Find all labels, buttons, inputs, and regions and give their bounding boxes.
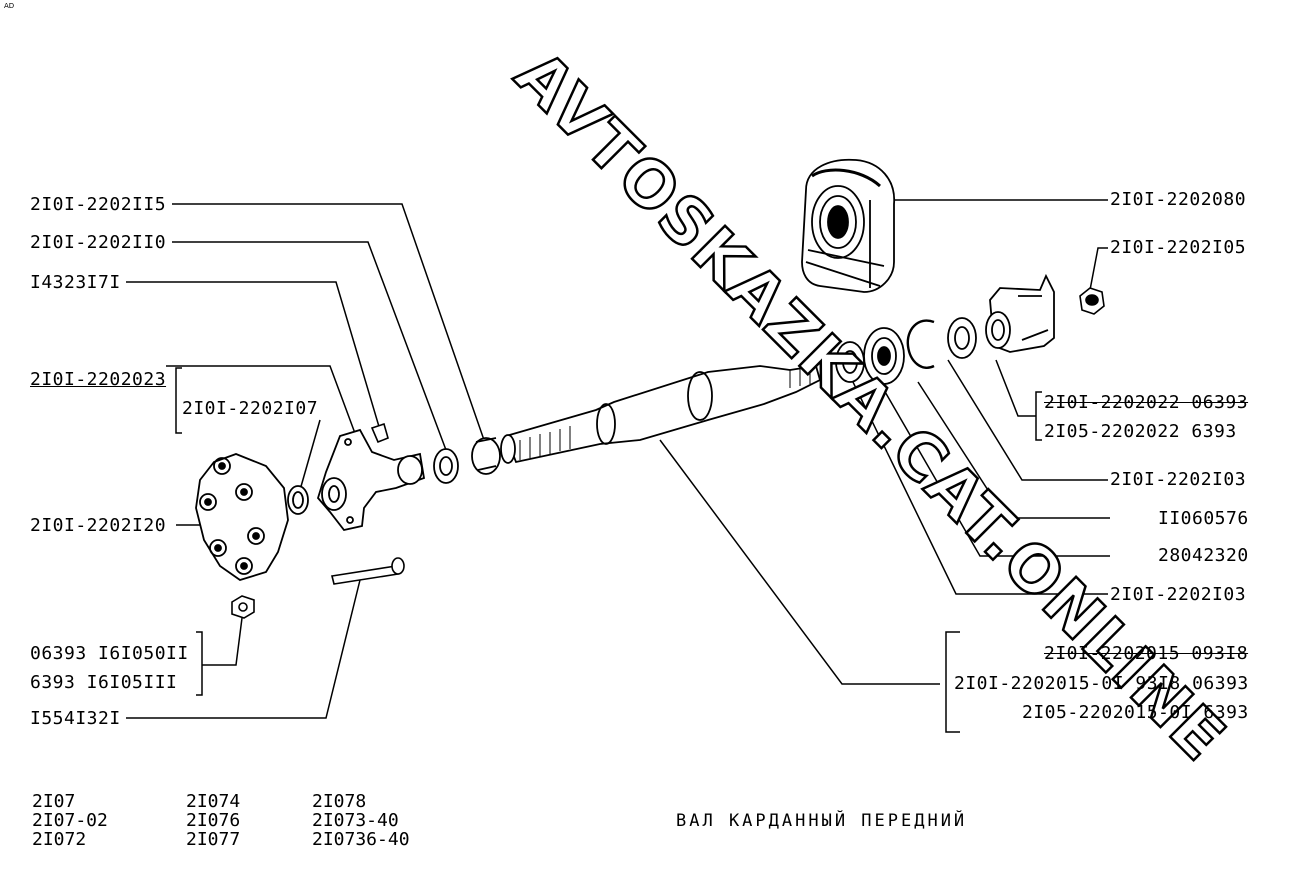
leader-2202107 xyxy=(299,419,321,491)
model-item: 2I0736-40 xyxy=(312,829,410,850)
nut-16105011-part xyxy=(231,595,255,619)
model-item: 2I077 xyxy=(186,829,241,850)
bolt-15541321-part xyxy=(331,557,405,585)
callout-2202105: 2I0I-2202I05 xyxy=(1110,237,1247,258)
diagram-title: ВАЛ КАРДАННЫЙ ПЕРЕДНИЙ xyxy=(676,811,968,831)
brackets-left xyxy=(175,367,203,696)
callout-2202107: 2I0I-2202I07 xyxy=(182,398,319,419)
ball-bearing-28042320-part xyxy=(863,327,905,385)
callout-2202023: 2I0I-2202023 xyxy=(30,369,167,390)
bushing-2202107-part xyxy=(287,485,309,515)
callout-nut-a: 06393 I6I050II xyxy=(30,643,189,664)
leader-11060576 xyxy=(917,381,1110,519)
leader-nut xyxy=(202,617,243,666)
callout-2202115: 2I0I-2202II5 xyxy=(30,194,167,215)
bracket-nut xyxy=(196,631,203,696)
callout-2202120: 2I0I-2202I20 xyxy=(30,515,167,536)
leader-2202103-b xyxy=(851,379,1108,595)
model-item: 2I076 xyxy=(186,810,241,831)
flange-2202023-part xyxy=(316,428,426,532)
model-item: 2I07-02 xyxy=(32,810,108,831)
ring-2202110-part xyxy=(433,448,459,484)
callout-2202022-old: 2I0I-2202022 06393 xyxy=(1044,392,1249,413)
bracket-2202022 xyxy=(1035,391,1042,441)
callout-2202015-01: 2I0I-2202015-0I 93I8 06393 xyxy=(954,673,1249,694)
snap-ring-11060576-part xyxy=(906,319,935,369)
bracket-2202015 xyxy=(945,631,960,733)
leader-lines-left xyxy=(126,203,485,719)
leader-2202110 xyxy=(172,241,447,451)
model-item: 2I073-40 xyxy=(312,810,399,831)
leader-2202115 xyxy=(172,203,485,441)
callout-2202103-a: 2I0I-2202I03 xyxy=(1110,469,1247,490)
leader-28042320 xyxy=(883,389,1110,557)
callout-11060576: II060576 xyxy=(1158,508,1249,529)
leader-2202015 xyxy=(659,439,940,685)
models-col-2: 2I074 2I076 2I077 xyxy=(186,792,240,849)
propeller-shaft-part xyxy=(500,364,822,464)
corner-mark: AD xyxy=(4,2,15,10)
clamp-2202115-part xyxy=(471,437,501,475)
callout-nut-b: 6393 I6I05III xyxy=(30,672,178,693)
callout-15541321: I554I32I xyxy=(30,708,121,729)
callout-2202015-old: 2I0I-2202015 093I8 xyxy=(1044,643,1249,664)
elastic-coupling-2202120-part xyxy=(195,453,289,581)
leader-2202022 xyxy=(995,359,1036,417)
nut-2202105-part xyxy=(1079,287,1105,315)
yoke-2202022-part xyxy=(985,273,1055,353)
center-support-bearing-part xyxy=(801,158,895,293)
leader-14323171 xyxy=(126,281,381,431)
bracket-2202023 xyxy=(175,367,182,434)
callout-2105-2202015-01: 2I05-2202015-0I 6393 xyxy=(1022,702,1249,723)
leader-15541321 xyxy=(126,579,361,719)
leader-2202105 xyxy=(1089,247,1108,291)
model-item: 2I074 xyxy=(186,791,241,812)
callout-2202103-b: 2I0I-2202I03 xyxy=(1110,584,1247,605)
model-item: 2I07 xyxy=(32,791,76,812)
model-item: 2I078 xyxy=(312,791,367,812)
models-col-3: 2I078 2I073-40 2I0736-40 xyxy=(312,792,410,849)
leader-2202103-a xyxy=(947,359,1108,481)
seal-2202103b-part xyxy=(835,341,865,383)
brackets-right xyxy=(945,391,1042,733)
seal-2202103-part xyxy=(947,317,977,359)
callout-2202110: 2I0I-2202II0 xyxy=(30,232,167,253)
callout-28042320: 28042320 xyxy=(1158,545,1249,566)
callout-2202080: 2I0I-2202080 xyxy=(1110,189,1247,210)
callout-14323171: I4323I7I xyxy=(30,272,121,293)
model-item: 2I072 xyxy=(32,829,87,850)
grease-fitting-part xyxy=(370,422,389,444)
callout-2105-2202022: 2I05-2202022 6393 xyxy=(1044,421,1237,442)
leader-lines-right xyxy=(659,199,1110,685)
leader-2202023 xyxy=(166,365,357,437)
models-col-1: 2I07 2I07-02 2I072 xyxy=(32,792,108,849)
